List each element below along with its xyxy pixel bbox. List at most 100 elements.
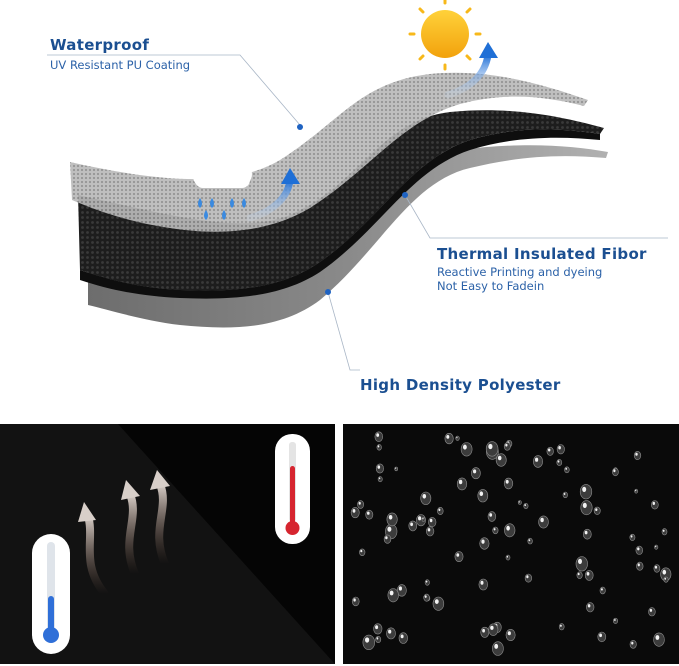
water-droplet [480, 626, 490, 638]
water-droplet [562, 491, 568, 498]
water-droplet [460, 442, 473, 457]
water-droplet [660, 567, 672, 582]
water-droplet [373, 623, 383, 635]
water-droplet [495, 453, 507, 467]
thermal-title: Thermal Insulated Fibor [437, 245, 647, 263]
water-droplet [633, 450, 642, 460]
thermal-line-1: Reactive Printing and dyeing [437, 265, 603, 279]
water-droplet [583, 528, 592, 540]
water-droplet [517, 500, 522, 505]
water-droplet [546, 446, 554, 456]
water-droplet [503, 442, 511, 451]
water-droplet [584, 570, 594, 581]
water-droplet [586, 602, 595, 613]
water-droplet [351, 596, 360, 607]
water-droplet [456, 477, 468, 491]
water-droplet [477, 489, 489, 503]
water-droplet [634, 488, 639, 494]
water-droplet [629, 533, 636, 541]
water-droplet [556, 459, 563, 466]
water-droplet [386, 627, 396, 640]
water-droplet [420, 491, 432, 505]
water-droplet [428, 517, 437, 528]
water-droplet [357, 500, 364, 509]
water-droplet [487, 511, 497, 522]
water-droplet [424, 579, 430, 586]
water-droplet [504, 523, 516, 538]
water-droplet [527, 537, 533, 545]
water-droplet [365, 509, 374, 520]
water-droplet [375, 636, 382, 644]
water-droplet [533, 455, 544, 468]
water-droplet [505, 629, 516, 642]
water-droplet [636, 561, 644, 571]
water-droplet [492, 641, 504, 656]
sun-icon [408, 0, 482, 71]
water-droplet [663, 576, 669, 583]
water-droplet [376, 444, 382, 451]
water-droplet [350, 507, 360, 519]
water-droplet [374, 431, 383, 442]
water-droplet [432, 596, 445, 611]
water-droplet [653, 564, 661, 573]
water-droplet [471, 467, 481, 480]
arrow-icon [246, 168, 300, 222]
water-droplet [444, 433, 454, 445]
waterproof-title: Waterproof [50, 36, 150, 54]
waterproof-layer [70, 72, 588, 232]
water-droplet [597, 631, 607, 643]
water-droplet [579, 484, 593, 500]
water-droplet-panel [343, 424, 679, 664]
water-droplet [556, 444, 565, 455]
water-droplet [523, 503, 529, 510]
polyester-title: High Density Polyester [360, 376, 561, 394]
water-droplet [488, 623, 499, 636]
water-droplet [612, 617, 618, 624]
thermometer-cold-icon [32, 534, 70, 654]
water-droplet [479, 537, 490, 550]
water-droplet [377, 476, 383, 483]
water-droplet [576, 571, 583, 579]
water-droplet [455, 435, 460, 441]
water-droplet [386, 512, 398, 527]
cloud-rain-icon [193, 151, 252, 220]
water-droplet [425, 526, 435, 537]
water-droplet [423, 593, 430, 602]
water-droplet [654, 544, 659, 550]
water-droplet [394, 466, 399, 472]
water-droplet [580, 500, 593, 516]
water-droplet [383, 534, 392, 544]
water-droplet [478, 578, 489, 591]
water-droplet [437, 507, 444, 516]
water-droplets [350, 431, 672, 656]
water-droplet [635, 545, 643, 555]
water-droplet [538, 515, 549, 529]
thermal-layer [78, 110, 604, 291]
thermal-panel-art [0, 424, 335, 664]
water-droplet [454, 551, 464, 563]
water-droplet [653, 632, 665, 647]
heat-arrows-icon [84, 480, 169, 598]
water-droplet [648, 607, 656, 617]
water-droplet [661, 528, 668, 536]
water-droplet [492, 526, 499, 535]
water-droplet [524, 573, 532, 583]
water-droplet [593, 506, 601, 515]
water-droplet [421, 517, 426, 522]
water-droplet [485, 441, 499, 457]
water-droplet [359, 548, 366, 557]
water-droplet [599, 586, 606, 595]
water-droplet [362, 634, 375, 650]
water-droplet [505, 554, 511, 561]
thermal-line-2: Not Easy to Fadein [437, 279, 545, 293]
water-droplet [612, 467, 619, 477]
waterproof-subtitle: UV Resistant PU Coating [50, 58, 191, 72]
water-droplet [575, 556, 588, 572]
water-droplet [375, 463, 384, 474]
water-droplet [650, 500, 659, 510]
thermal-panel [0, 424, 335, 664]
arrow-icon [444, 42, 498, 99]
thermometer-hot-icon [275, 434, 310, 544]
water-droplet [564, 466, 570, 474]
